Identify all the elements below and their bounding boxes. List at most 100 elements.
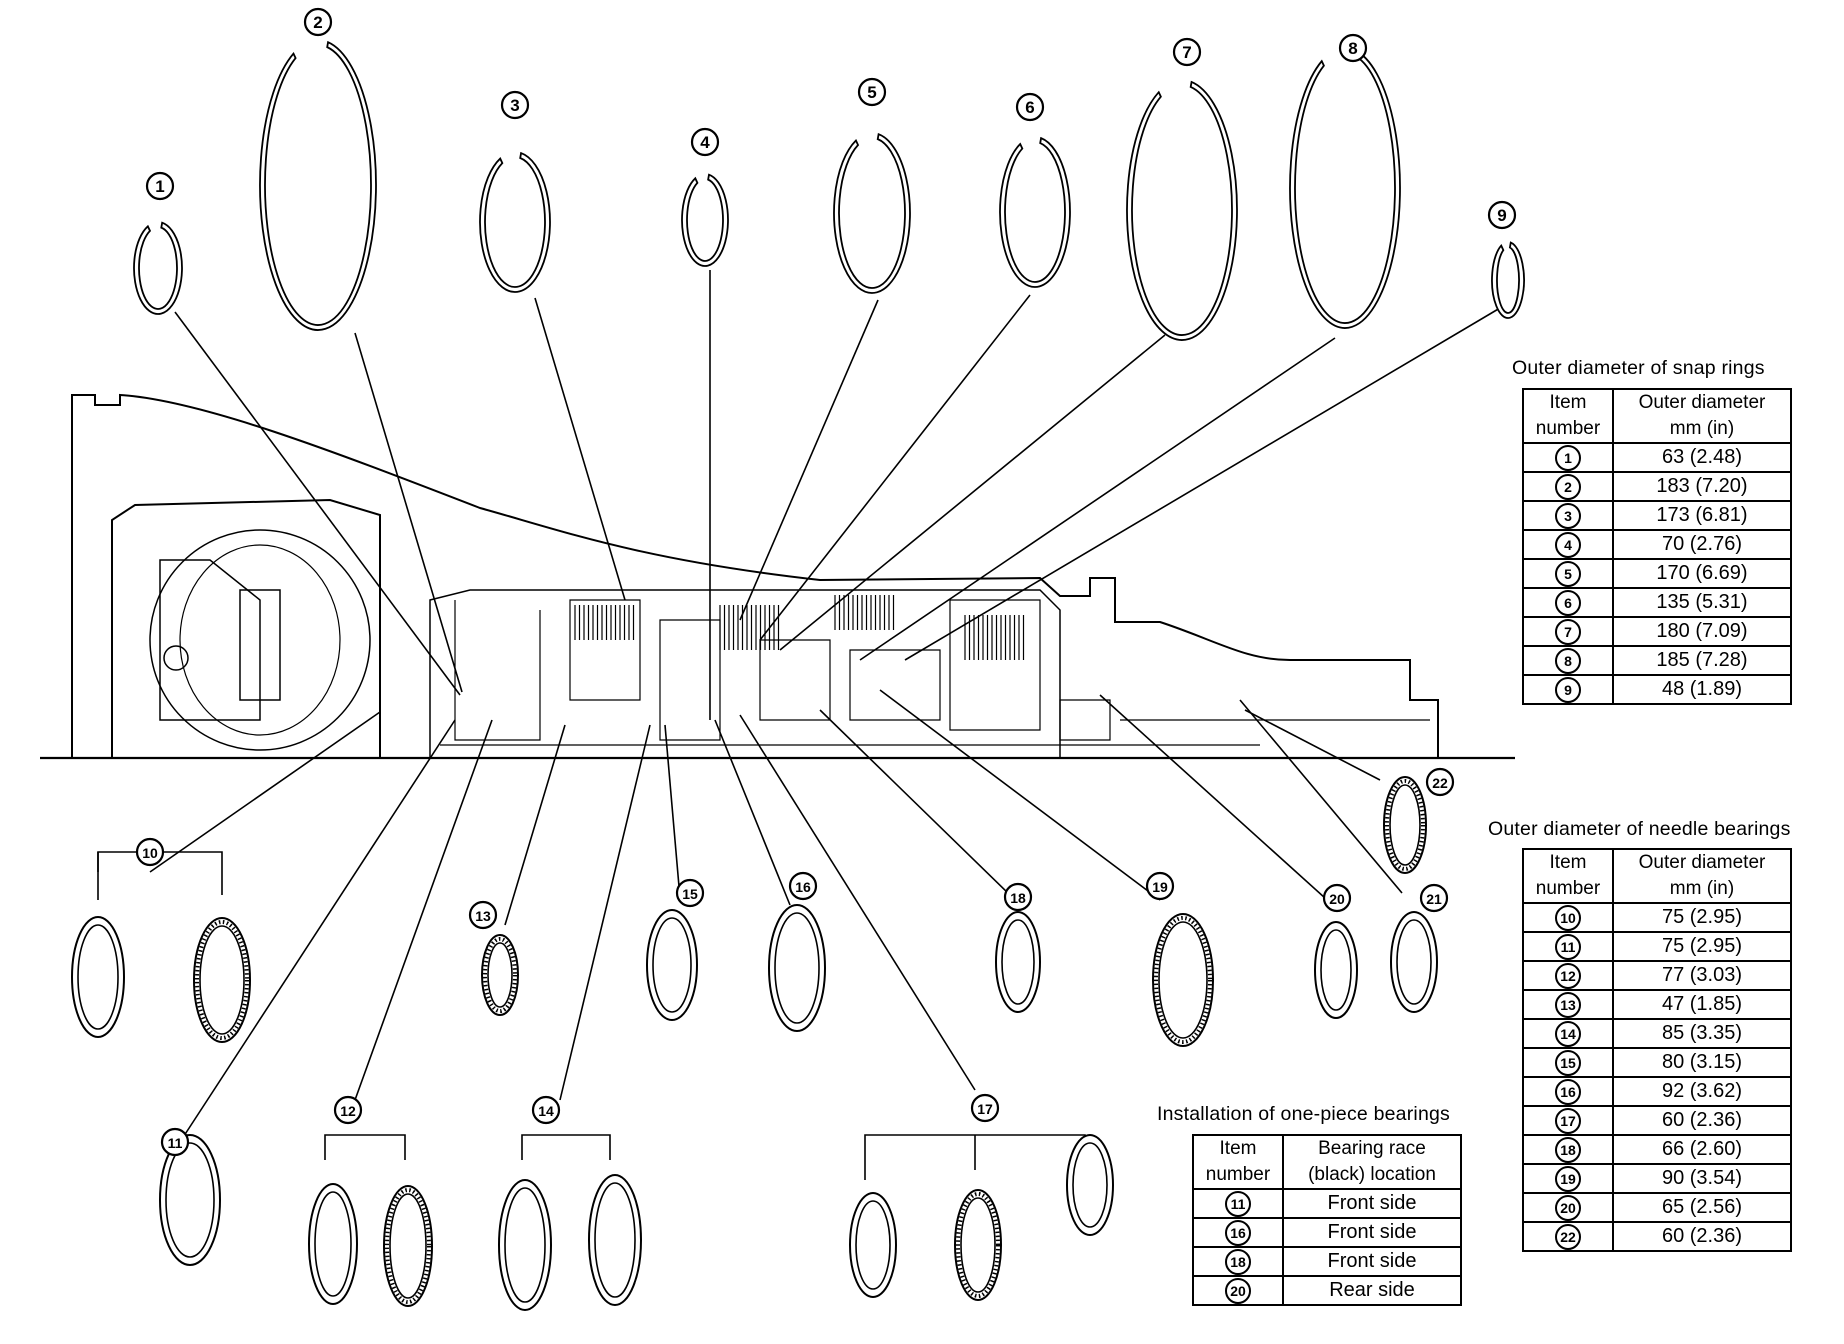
item-value: 66 (2.60) — [1612, 1134, 1792, 1165]
item-number: 18 — [1522, 1134, 1614, 1165]
parts — [71, 40, 1525, 1311]
race-10a — [71, 916, 125, 1038]
item-badge: 6 — [1555, 589, 1581, 616]
needle-rollers — [956, 1192, 1000, 1298]
callout-15: 15 — [675, 878, 705, 908]
callout-circle — [970, 1093, 1000, 1123]
bearing-outer — [1390, 911, 1438, 1013]
callout-11: 11 — [160, 1127, 190, 1157]
snap-ring-8 — [1289, 48, 1401, 329]
callout-circle — [1487, 200, 1517, 230]
callout-circle — [160, 1127, 190, 1157]
leader-line — [179, 719, 456, 1143]
callout-label: 14 — [538, 1103, 554, 1119]
snap-ring-1 — [133, 221, 183, 315]
bearing-inner — [1396, 919, 1432, 1005]
callout-circle — [1015, 92, 1045, 122]
bearing-inner — [165, 1142, 215, 1258]
callout-18: 18 — [1003, 882, 1033, 912]
bearing-17b — [954, 1189, 1002, 1301]
callout-circle — [1145, 871, 1175, 901]
needle-rollers — [1385, 779, 1425, 871]
item-badge: 8 — [1555, 647, 1581, 674]
callout-label: 1 — [155, 177, 164, 196]
item-value: 85 (3.35) — [1612, 1018, 1792, 1049]
bearing-outer — [1066, 1134, 1114, 1236]
item-number: 2 — [1522, 471, 1614, 502]
item-value: 75 (2.95) — [1612, 902, 1792, 933]
item-badge: 14 — [1555, 1020, 1581, 1047]
callout-label: 18 — [1010, 890, 1026, 906]
item-number: 16 — [1192, 1217, 1284, 1248]
item-number: 11 — [1522, 931, 1614, 962]
race-21 — [1390, 911, 1438, 1013]
item-number: 1 — [1522, 442, 1614, 473]
callout-1: 1 — [145, 171, 175, 201]
item-badge: 11 — [1555, 933, 1581, 960]
callout-circle — [1419, 883, 1449, 913]
callout-label: 8 — [1348, 39, 1357, 58]
callout-14: 14 — [531, 1095, 561, 1125]
item-value: 77 (3.03) — [1612, 960, 1792, 991]
race-16 — [768, 904, 826, 1032]
callout-circle — [303, 7, 333, 37]
item-badge: 10 — [1555, 904, 1581, 931]
bearing-outer — [849, 1192, 897, 1298]
housing-outline — [71, 393, 1439, 758]
item-badge: 15 — [1555, 1049, 1581, 1076]
item-number: 7 — [1522, 616, 1614, 647]
snap-ring-band — [833, 132, 911, 294]
callout-label: 3 — [510, 96, 519, 115]
leader-line — [174, 311, 461, 696]
item-badge: 11 — [1225, 1190, 1251, 1217]
callout-circle — [1425, 767, 1455, 797]
callout-circle — [468, 900, 498, 930]
item-badge: 20 — [1555, 1194, 1581, 1221]
item-value: 47 (1.85) — [1612, 989, 1792, 1020]
transmission-cross-section — [40, 393, 1515, 760]
callout-circle — [135, 837, 165, 867]
needle-rollers — [483, 937, 517, 1013]
leader-lines — [97, 270, 1501, 1180]
callout-10: 10 — [135, 837, 165, 867]
one-piece-col-value: Bearing race(black) location — [1282, 1134, 1462, 1190]
bearing-inner — [960, 1197, 996, 1293]
callout-circle — [1338, 33, 1368, 63]
callout-17: 17 — [970, 1093, 1000, 1123]
bearing-inner — [314, 1191, 352, 1297]
table-row: 10 75 (2.95) — [1522, 902, 1792, 933]
one-piece-caption: Installation of one-piece bearings — [1157, 1103, 1450, 1125]
race-14b — [588, 1174, 642, 1306]
snap-rings-caption: Outer diameter of snap rings — [1512, 357, 1765, 379]
snap-ring-band — [681, 173, 729, 267]
snap-ring-6 — [999, 136, 1071, 288]
snap-ring-7 — [1126, 80, 1238, 341]
callout-label: 21 — [1426, 891, 1442, 907]
bearing-inner — [855, 1200, 891, 1290]
bearing-outer — [1314, 921, 1358, 1019]
bearing-inner — [774, 912, 820, 1024]
bearing-outer — [308, 1183, 358, 1305]
bearing-outer — [71, 916, 125, 1038]
item-value: Front side — [1282, 1188, 1462, 1219]
bearing-outer — [588, 1174, 642, 1306]
item-badge: 16 — [1225, 1219, 1251, 1246]
leader-line — [664, 724, 681, 899]
bracket-12 — [324, 1134, 406, 1160]
snap-ring-9 — [1491, 241, 1525, 319]
item-badge: 2 — [1555, 473, 1581, 500]
bearing-outer — [159, 1134, 221, 1266]
bearing-19 — [1152, 913, 1214, 1047]
callout-label: 12 — [340, 1103, 356, 1119]
